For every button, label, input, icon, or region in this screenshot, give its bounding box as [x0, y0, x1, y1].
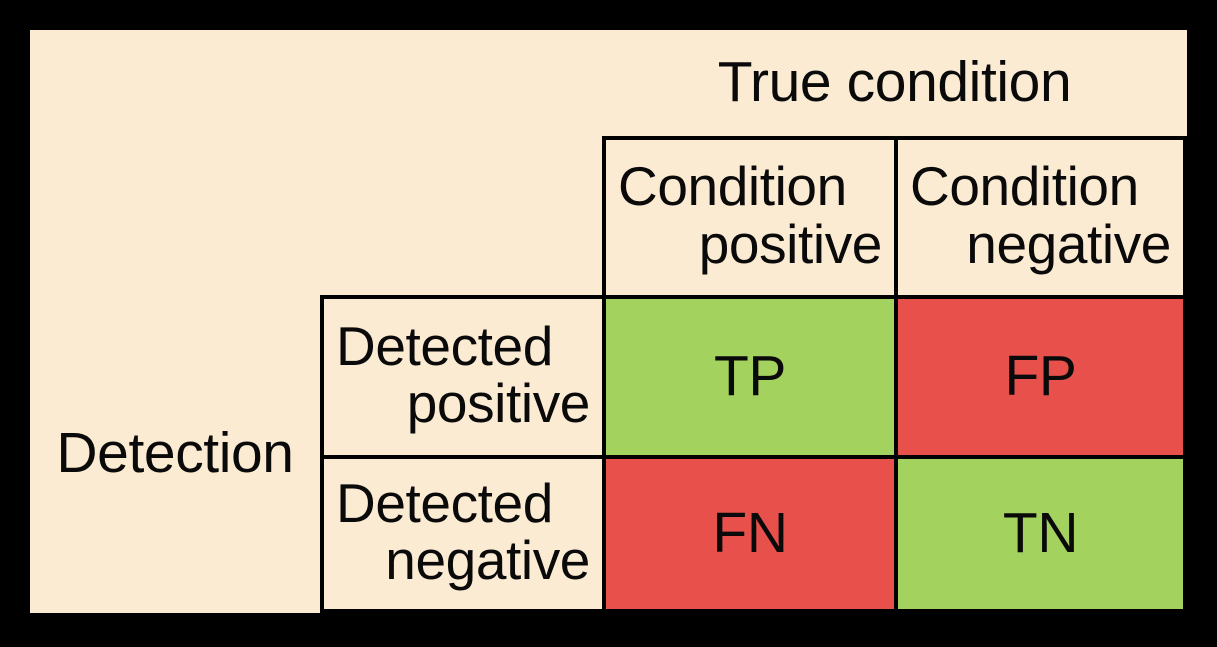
column-header-condition-positive: Condition positive	[602, 136, 898, 299]
column-header-condition-positive-line2: positive	[698, 212, 883, 275]
column-header-condition-negative-line1: Condition	[910, 155, 1139, 218]
column-axis-title: True condition	[717, 50, 1072, 115]
matrix-content-plate: True condition Condition positive Condit…	[30, 30, 1187, 613]
row-header-detected-negative: Detected negative	[320, 455, 606, 613]
row-header-detected-negative-line1: Detected	[336, 471, 553, 534]
cell-false-negative: FN	[602, 455, 898, 613]
column-header-condition-negative: Condition negative	[894, 136, 1187, 299]
column-header-condition-negative-line2: negative	[966, 212, 1171, 275]
row-header-detected-positive-line2: positive	[406, 372, 591, 434]
column-header-condition-positive-line1: Condition	[618, 155, 847, 218]
row-axis-title: Detection	[56, 421, 294, 486]
cell-false-positive: FP	[894, 295, 1187, 459]
cell-true-positive: TP	[602, 295, 898, 459]
cell-true-negative: TN	[894, 455, 1187, 613]
row-header-detected-negative-line2: negative	[385, 529, 590, 591]
row-header-detected-positive: Detected positive	[320, 295, 606, 459]
row-header-detected-positive-line1: Detected	[336, 314, 553, 377]
